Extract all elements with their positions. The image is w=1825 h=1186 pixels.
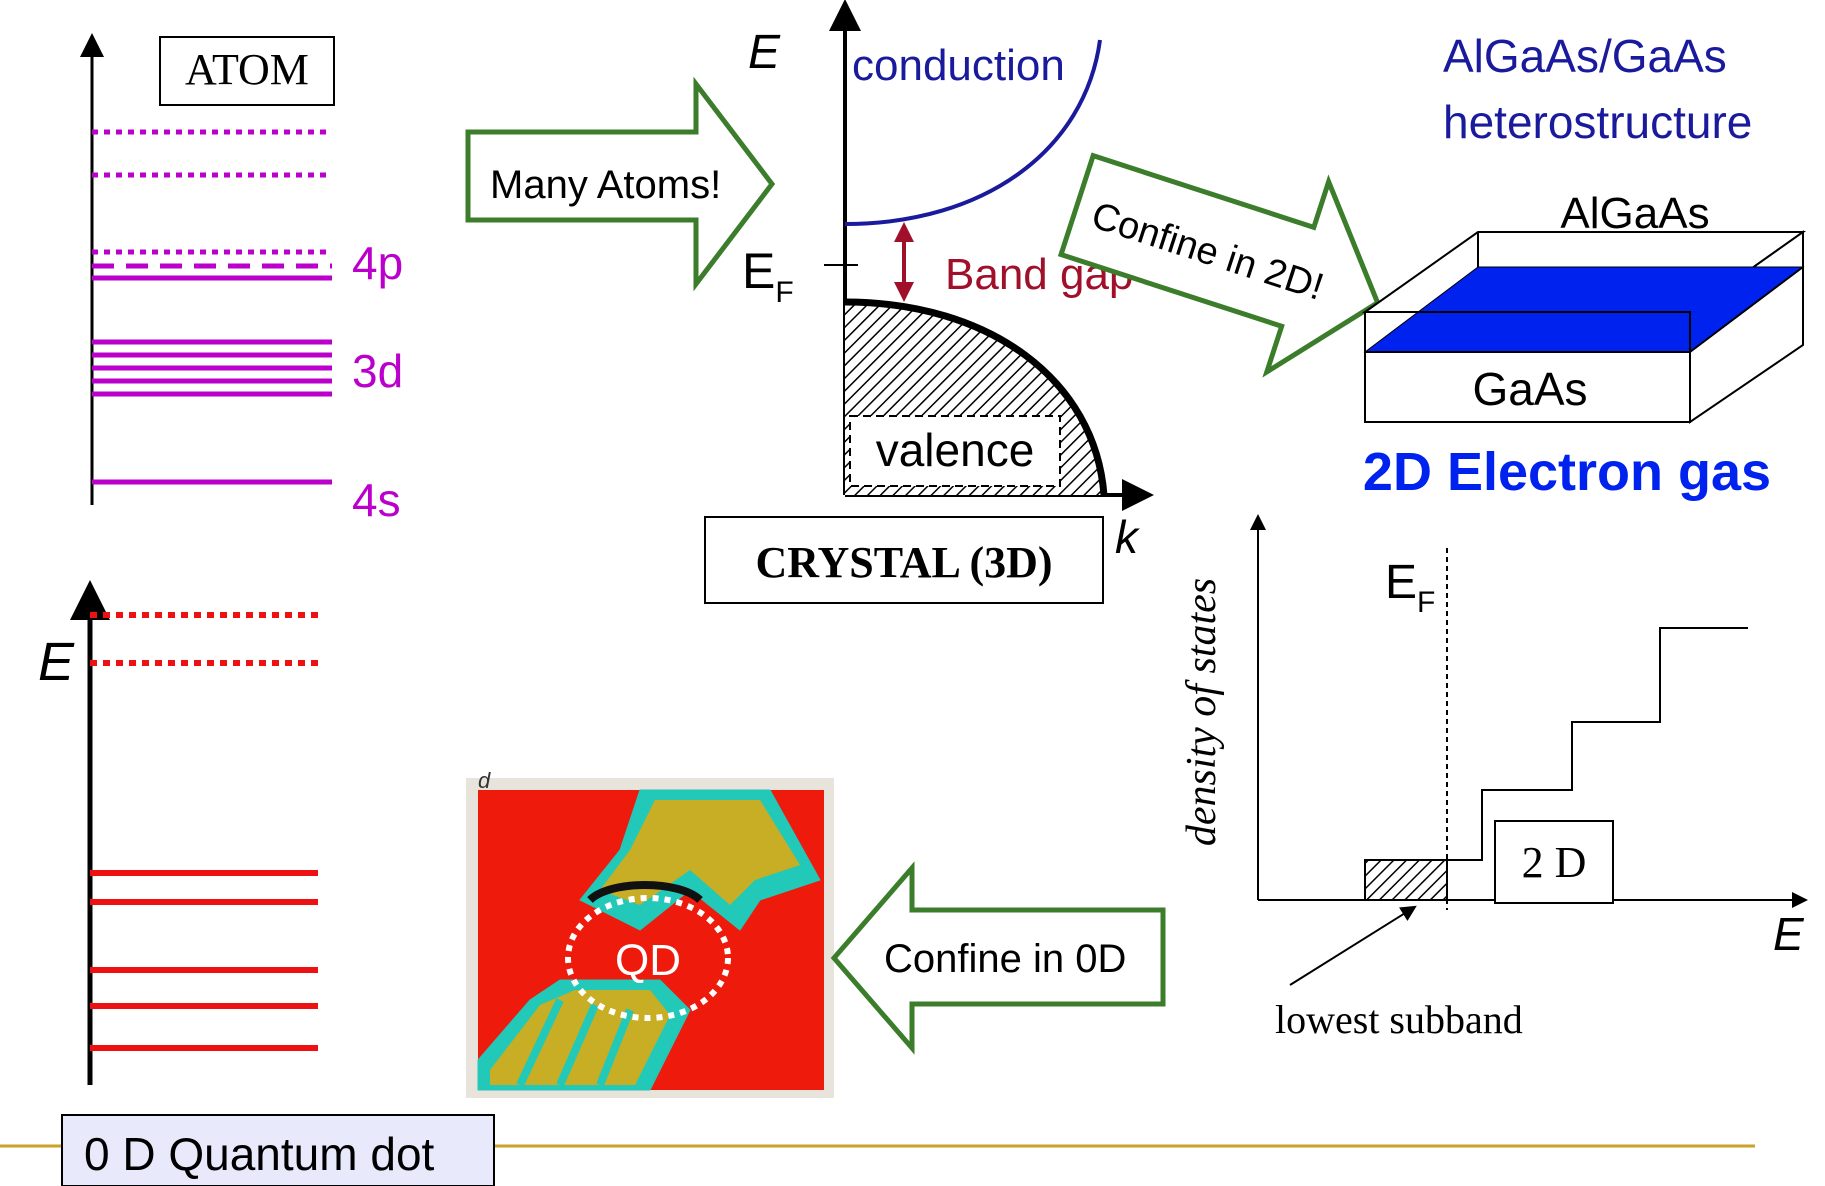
micrograph-corner-label: d	[478, 768, 491, 793]
qdot-caption: 0 D Quantum dot	[84, 1128, 435, 1180]
qdot-e-axis-label: E	[38, 632, 75, 692]
dos-2d-label: 2 D	[1522, 838, 1587, 887]
valence-label-box	[849, 415, 1061, 487]
atom-label: ATOM	[185, 45, 309, 94]
level-label-3d: 3d	[352, 345, 403, 397]
confine-0d-arrow: Confine in 0D	[830, 861, 1166, 1055]
lowest-subband-pointer	[1289, 905, 1417, 986]
hetero-front-face	[1364, 311, 1691, 423]
hetero-title-line2: heterostructure	[1443, 96, 1752, 148]
valence-label: valence	[876, 424, 1035, 476]
qdot-caption-box	[61, 1114, 495, 1186]
dos-2d-box	[1494, 820, 1614, 904]
many-atoms-arrow: Many Atoms!	[465, 76, 776, 292]
qdot-micrograph: d QD	[466, 768, 834, 1098]
crystal-e-axis-label: E	[748, 26, 781, 79]
dos-xlabel: E	[1773, 908, 1805, 960]
confine-0d-label: Confine in 0D	[884, 937, 1126, 981]
crystal-fermi-label: EF	[742, 243, 794, 309]
conduction-label: conduction	[852, 41, 1065, 90]
bottom-layer-label: GaAs	[1472, 363, 1587, 415]
electron-gas-caption: 2D Electron gas	[1363, 442, 1771, 502]
qd-label: QD	[615, 936, 681, 985]
atom-label-box	[159, 36, 335, 106]
dos-ylabel: density of states	[1179, 578, 1225, 846]
atom-energy-levels	[92, 129, 332, 485]
top-layer-label: AlGaAs	[1560, 189, 1709, 238]
conduction-band-curve	[844, 39, 1102, 226]
level-label-4s: 4s	[352, 474, 401, 526]
qdot-levels-panel: E	[38, 580, 318, 1085]
confine-2d-arrow: Confine in 2D!	[1057, 152, 1381, 378]
many-atoms-label: Many Atoms!	[490, 163, 721, 207]
crystal-k-axis-label: k	[1115, 511, 1140, 563]
crystal-label-box	[704, 516, 1104, 604]
qdot-highlight-circle	[565, 895, 731, 1021]
heterostructure-panel: AlGaAs/GaAs heterostructure AlGaAs GaAs …	[1361, 30, 1807, 502]
level-label-4p: 4p	[352, 237, 403, 289]
lowest-subband-fill	[1364, 859, 1448, 901]
crystal-panel: E k conduction valence EF Band gap CRYST…	[704, 0, 1154, 604]
dos-panel: density of states E EF 2 D lowest subban…	[1179, 514, 1808, 1042]
valence-band-curve	[844, 298, 1108, 496]
hetero-title-line1: AlGaAs/GaAs	[1443, 30, 1727, 82]
atom-panel: ATOM 4p 3d 4s	[80, 33, 403, 526]
crystal-label: CRYSTAL (3D)	[755, 538, 1052, 587]
lowest-subband-label: lowest subband	[1275, 997, 1523, 1042]
dos-fermi-label: EF	[1385, 556, 1435, 619]
qdot-energy-levels	[90, 612, 318, 1051]
